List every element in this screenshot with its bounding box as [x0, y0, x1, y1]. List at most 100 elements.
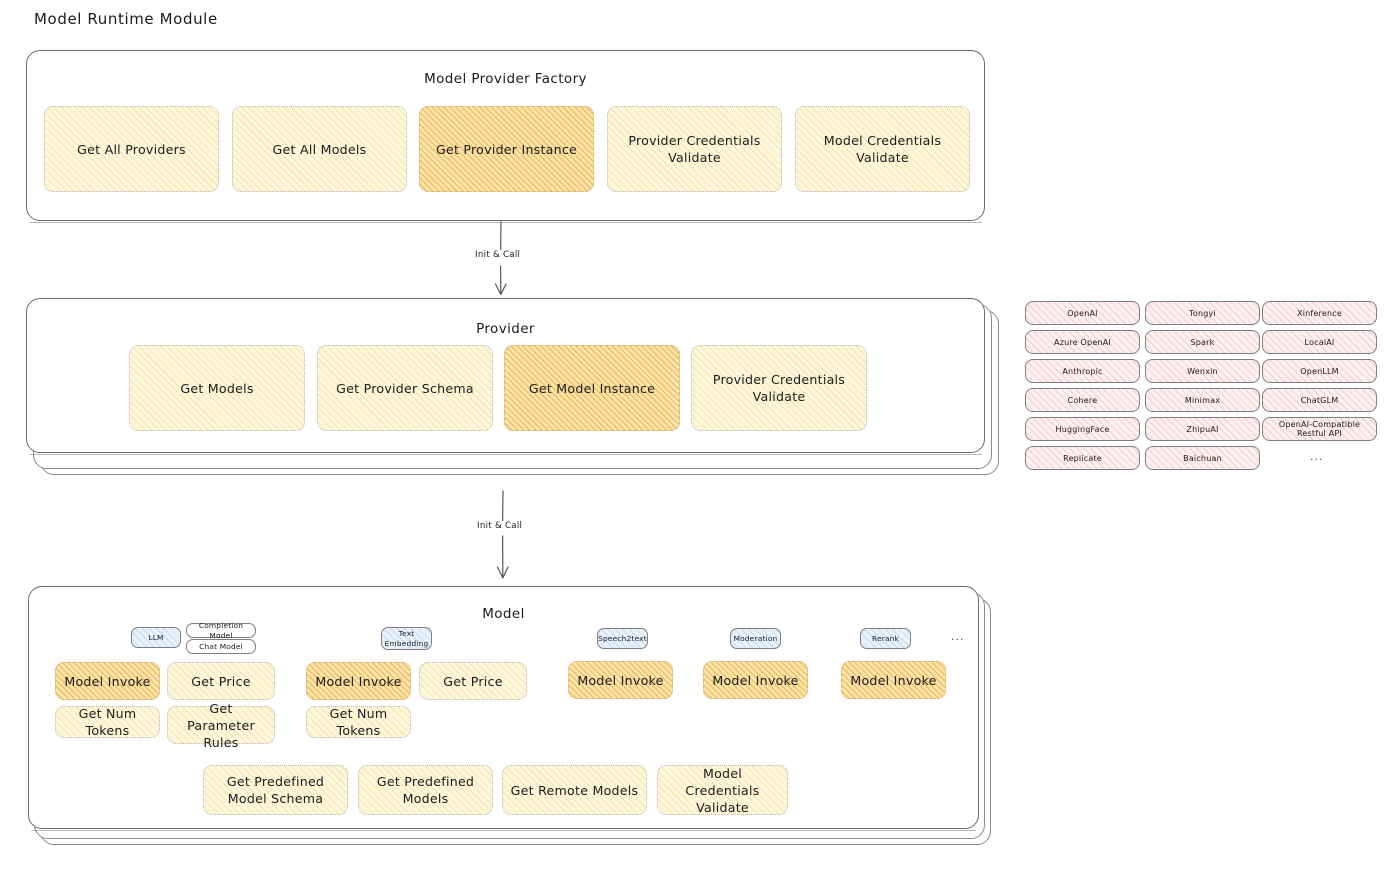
model-subtype-badge-chat-model[interactable]: Chat Model: [186, 639, 256, 654]
model-common-method-get-predefined-model-schema[interactable]: Get Predefined Model Schema: [203, 765, 348, 815]
provider-chip-label: Minimax: [1184, 395, 1221, 405]
model-type-badge-moderation[interactable]: Moderation: [730, 628, 781, 649]
factory-card-get-all-providers[interactable]: Get All Providers: [44, 106, 219, 192]
provider-card-label: Get Models: [180, 380, 254, 396]
provider-card-label: Get Provider Schema: [336, 380, 474, 396]
rerank-method-model-invoke[interactable]: Model Invoke: [841, 661, 946, 699]
provider-chip-label: Baichuan: [1183, 453, 1222, 463]
provider-card-label: Get Model Instance: [528, 380, 656, 396]
model-type-label: Text Embedding: [384, 629, 429, 648]
method-label: Get Price: [443, 673, 503, 689]
model-title: Model: [482, 606, 525, 622]
model-type-label: Speech2text: [598, 633, 647, 643]
moderation-method-model-invoke[interactable]: Model Invoke: [703, 661, 808, 699]
provider-chip-baichuan[interactable]: Baichuan: [1145, 446, 1260, 470]
llm-method-get-parameter-rules[interactable]: Get Parameter Rules: [167, 701, 275, 750]
model-type-label: Moderation: [733, 633, 778, 643]
arrow-down-icon: [494, 221, 507, 296]
method-label: Get Price: [191, 673, 251, 689]
factory-card-label: Model Credentials Validate: [823, 133, 942, 165]
method-label: Model Invoke: [64, 673, 151, 689]
provider-chip-label: LocalAI: [1304, 337, 1335, 347]
provider-chip-label: Tongyi: [1189, 308, 1216, 318]
provider-chip-tongyi[interactable]: Tongyi: [1145, 301, 1260, 325]
provider-chip-cohere[interactable]: Cohere: [1025, 388, 1140, 412]
provider-chip-openllm[interactable]: OpenLLM: [1262, 359, 1377, 383]
factory-card-get-provider-instance[interactable]: Get Provider Instance: [419, 106, 594, 192]
model-common-method-get-remote-models[interactable]: Get Remote Models: [502, 765, 647, 815]
method-label: Model Invoke: [315, 673, 402, 689]
provider-card-get-provider-schema[interactable]: Get Provider Schema: [317, 345, 493, 431]
method-label: Get Num Tokens: [78, 706, 137, 738]
provider-chip-label: Xinference: [1297, 308, 1342, 318]
provider-chip-huggingface[interactable]: HuggingFace: [1025, 417, 1140, 441]
method-label: Model Credentials Validate: [685, 765, 760, 815]
model-subtype-badge-completion-model[interactable]: Completion Model: [186, 621, 256, 640]
provider-chip-openai-compatible-restful-api[interactable]: OpenAI-Compatible Restful API: [1262, 417, 1377, 441]
provider-chip-label: Wenxin: [1187, 366, 1218, 376]
model-type-badge-rerank[interactable]: Rerank: [860, 628, 911, 649]
provider-chip-label: OpenAI: [1067, 308, 1098, 318]
provider-chip-label: Spark: [1190, 337, 1215, 347]
method-label: Get Remote Models: [510, 782, 639, 798]
model-type-label: Rerank: [871, 633, 900, 643]
provider-chip-minimax[interactable]: Minimax: [1145, 388, 1260, 412]
provider-list-more: ...: [1310, 450, 1324, 463]
factory-card-provider-credentials-validate[interactable]: Provider Credentials Validate: [607, 106, 782, 192]
method-label: Model Invoke: [850, 672, 937, 688]
factory-card-label: Get All Models: [272, 141, 367, 157]
provider-chip-label: Replicate: [1063, 453, 1102, 463]
llm-method-get-num-tokens[interactable]: Get Num Tokens: [55, 706, 160, 738]
provider-chip-azure-openai[interactable]: Azure OpenAI: [1025, 330, 1140, 354]
model-provider-factory-title: Model Provider Factory: [424, 71, 587, 87]
provider-chip-label: Cohere: [1067, 395, 1098, 405]
llm-method-model-invoke[interactable]: Model Invoke: [55, 662, 160, 700]
method-label: Get Parameter Rules: [187, 700, 255, 750]
provider-chip-label: Anthropic: [1062, 366, 1103, 376]
text-embedding-method-model-invoke[interactable]: Model Invoke: [306, 662, 411, 700]
factory-card-label: Get All Providers: [77, 141, 186, 157]
model-type-label: LLM: [148, 632, 164, 642]
provider-chip-wenxin[interactable]: Wenxin: [1145, 359, 1260, 383]
provider-chip-xinference[interactable]: Xinference: [1262, 301, 1377, 325]
provider-chip-openai[interactable]: OpenAI: [1025, 301, 1140, 325]
method-label: Model Invoke: [712, 672, 799, 688]
provider-chip-localai[interactable]: LocalAI: [1262, 330, 1377, 354]
provider-chip-zhipuai[interactable]: ZhipuAI: [1145, 417, 1260, 441]
model-type-badge-llm[interactable]: LLM: [131, 627, 181, 648]
provider-chip-label: OpenLLM: [1300, 366, 1339, 376]
provider-chip-label: HuggingFace: [1055, 424, 1110, 434]
method-label: Model Invoke: [577, 672, 664, 688]
provider-chip-replicate[interactable]: Replicate: [1025, 446, 1140, 470]
model-subtype-label: Chat Model: [199, 641, 243, 651]
provider-chip-label: Azure OpenAI: [1054, 337, 1111, 347]
model-type-badge-text-embedding[interactable]: Text Embedding: [381, 627, 432, 650]
model-type-badge-speech2text[interactable]: Speech2text: [597, 628, 648, 649]
method-label: Get Num Tokens: [329, 706, 388, 738]
text-embedding-method-get-num-tokens[interactable]: Get Num Tokens: [306, 706, 411, 738]
factory-card-label: Provider Credentials Validate: [628, 133, 761, 165]
text-embedding-method-get-price[interactable]: Get Price: [419, 662, 527, 700]
llm-method-get-price[interactable]: Get Price: [167, 662, 275, 700]
factory-card-model-credentials-validate[interactable]: Model Credentials Validate: [795, 106, 970, 192]
model-common-method-model-credentials-validate[interactable]: Model Credentials Validate: [657, 765, 788, 815]
provider-chip-label: OpenAI-Compatible Restful API: [1278, 420, 1361, 438]
provider-card-get-models[interactable]: Get Models: [129, 345, 305, 431]
provider-title: Provider: [476, 321, 535, 337]
provider-card-label: Provider Credentials Validate: [712, 372, 846, 404]
provider-card-get-model-instance[interactable]: Get Model Instance: [504, 345, 680, 431]
connector-label: Init & Call: [474, 521, 526, 531]
provider-chip-spark[interactable]: Spark: [1145, 330, 1260, 354]
provider-card-provider-credentials-validate[interactable]: Provider Credentials Validate: [691, 345, 867, 431]
speech2text-method-model-invoke[interactable]: Model Invoke: [568, 661, 673, 699]
model-subtype-label: Completion Model: [198, 621, 244, 640]
provider-chip-chatglm[interactable]: ChatGLM: [1262, 388, 1377, 412]
connector-label: Init & Call: [472, 250, 524, 260]
model-common-method-get-predefined-models[interactable]: Get Predefined Models: [358, 765, 493, 815]
connector-factory-to-provider: Init & Call: [470, 221, 590, 301]
connector-provider-to-model: Init & Call: [470, 490, 590, 585]
provider-chip-label: ChatGLM: [1300, 395, 1339, 405]
provider-chip-anthropic[interactable]: Anthropic: [1025, 359, 1140, 383]
factory-card-get-all-models[interactable]: Get All Models: [232, 106, 407, 192]
